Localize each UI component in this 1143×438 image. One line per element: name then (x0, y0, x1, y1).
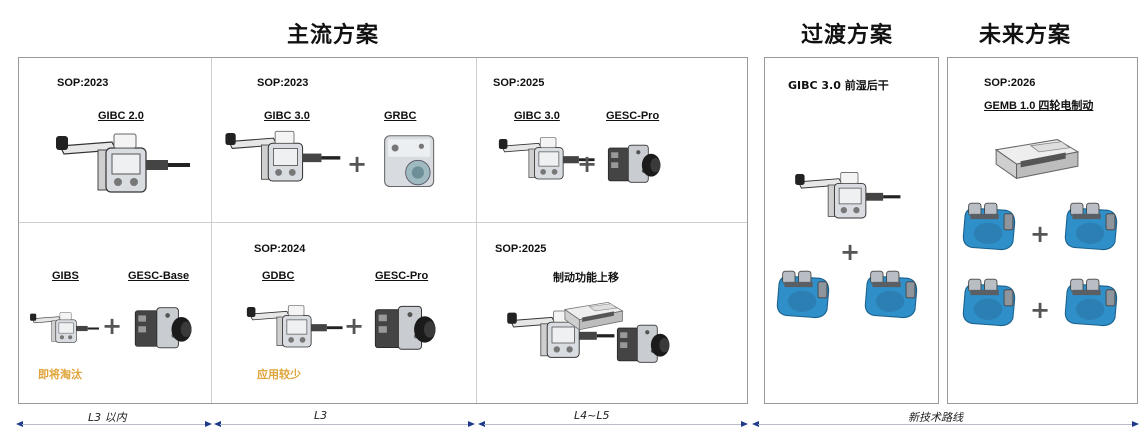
timeline-label-l4-l5: L4~L5 (574, 409, 610, 422)
controller-box-icon (990, 130, 1082, 188)
timeline-label-l3: L3 (314, 409, 328, 422)
product-label-gibc30: GIBC 3.0 (514, 110, 560, 122)
sop-label: SOP:2024 (254, 243, 306, 255)
esc-module-icon (372, 298, 438, 356)
mainstream-frame (18, 57, 748, 404)
product-label-brake-shift: 制动功能上移 (553, 271, 619, 284)
caliper-icon (1060, 200, 1122, 256)
booster-icon (52, 124, 192, 204)
plus-sign: + (344, 312, 365, 340)
plus-sign: + (1030, 296, 1051, 324)
booster-icon (792, 164, 902, 228)
plus-sign: + (1030, 220, 1051, 248)
product-label-gibs: GIBS (52, 270, 79, 282)
plus-sign: + (347, 150, 368, 178)
row-divider (19, 222, 747, 223)
esc-module-icon (614, 318, 672, 368)
timeline-arrow-left (752, 421, 759, 427)
product-label-gibc30-wet-dry: GIBC 3.0 前湿后干 (788, 79, 889, 92)
timeline-arrow-right (1132, 421, 1139, 427)
sop-label: SOP:2023 (257, 77, 309, 89)
caliper-icon (958, 276, 1020, 332)
mainstream-title: 主流方案 (287, 23, 380, 48)
timeline-arrow-right (741, 421, 748, 427)
sop-label: SOP:2023 (57, 77, 109, 89)
timeline-segment-2 (220, 424, 468, 425)
booster-icon (222, 122, 342, 192)
rbc-module-icon (375, 127, 445, 197)
plus-sign: + (577, 150, 598, 178)
product-label-gdbc: GDBC (262, 270, 295, 282)
product-label-gesc-base: GESC-Base (128, 270, 190, 282)
booster-icon (28, 298, 100, 358)
transition-title: 过渡方案 (801, 23, 894, 48)
caliper-icon (772, 268, 834, 324)
status-note: 即将淘汰 (38, 368, 82, 381)
future-frame (947, 57, 1138, 404)
timeline-label-l3-within: L3 以内 (88, 411, 127, 424)
timeline-label-new-route: 新技术路线 (908, 411, 963, 424)
sop-label: SOP:2026 (984, 77, 1036, 89)
column-divider-2 (476, 58, 477, 403)
timeline-arrow-left (16, 421, 23, 427)
product-label-gesc-pro: GESC-Pro (375, 270, 429, 282)
plus-sign: + (102, 312, 123, 340)
caliper-icon (958, 200, 1020, 256)
esc-module-icon (132, 300, 194, 354)
timeline-segment-3 (484, 424, 742, 425)
product-label-gibc20: GIBC 2.0 (98, 110, 144, 122)
transition-frame (764, 57, 939, 404)
sop-label: SOP:2025 (495, 243, 547, 255)
column-divider-1 (211, 58, 212, 403)
product-label-gemb: GEMB 1.0 四轮电制动 (984, 100, 1094, 112)
timeline-arrow-left (214, 421, 221, 427)
caliper-icon (1060, 276, 1122, 332)
future-title: 未来方案 (979, 23, 1072, 48)
status-note: 应用较少 (257, 368, 301, 381)
timeline-arrow-right (205, 421, 212, 427)
timeline-segment-4 (758, 424, 1132, 425)
timeline-arrow-right (468, 421, 475, 427)
booster-icon (244, 292, 344, 362)
timeline-arrow-left (478, 421, 485, 427)
esc-module-icon (605, 138, 663, 188)
caliper-icon (860, 268, 922, 324)
product-label-grbc: GRBC (384, 110, 417, 122)
product-label-gibc30: GIBC 3.0 (264, 110, 310, 122)
timeline-segment-1 (22, 424, 206, 425)
plus-sign: + (840, 238, 861, 266)
product-label-gesc-pro: GESC-Pro (606, 110, 660, 122)
sop-label: SOP:2025 (493, 77, 545, 89)
